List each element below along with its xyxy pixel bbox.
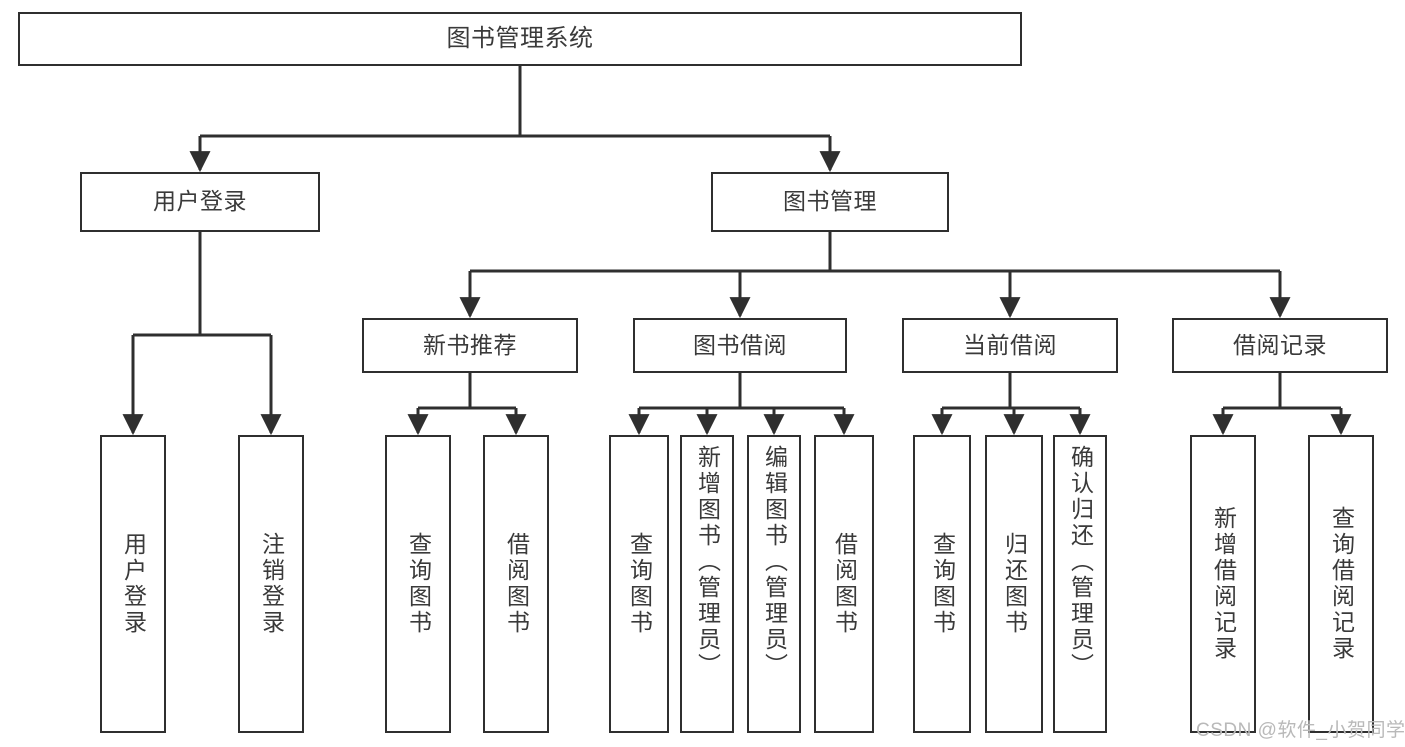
node-book-borrow-label: 图书借阅	[693, 331, 787, 358]
node-current-borrow[interactable]: 当前借阅	[902, 318, 1118, 373]
node-leaf-query-book-cur[interactable]: 查询图书	[913, 435, 971, 733]
node-leaf-add-record-label: 新增借阅记录	[1210, 506, 1237, 662]
node-leaf-user-login[interactable]: 用户登录	[100, 435, 166, 733]
node-leaf-add-book[interactable]: 新增图书（管理员）	[680, 435, 734, 733]
node-leaf-borrow-book-rec[interactable]: 借阅图书	[483, 435, 549, 733]
node-leaf-add-record[interactable]: 新增借阅记录	[1190, 435, 1256, 733]
node-current-borrow-label: 当前借阅	[963, 331, 1057, 358]
node-root-label: 图书管理系统	[446, 24, 594, 52]
node-leaf-add-book-label: 新增图书（管理员）	[694, 445, 721, 679]
node-leaf-confirm-return[interactable]: 确认归还（管理员）	[1053, 435, 1107, 733]
node-leaf-user-logout[interactable]: 注销登录	[238, 435, 304, 733]
node-leaf-confirm-return-label: 确认归还（管理员）	[1067, 445, 1094, 679]
node-borrow-record[interactable]: 借阅记录	[1172, 318, 1388, 373]
node-new-book-rec[interactable]: 新书推荐	[362, 318, 578, 373]
node-leaf-return-book-label: 归还图书	[1001, 532, 1028, 636]
node-book-borrow[interactable]: 图书借阅	[633, 318, 847, 373]
node-new-book-rec-label: 新书推荐	[423, 331, 517, 358]
node-leaf-query-book-borrow-label: 查询图书	[626, 532, 653, 636]
node-leaf-query-book-cur-label: 查询图书	[929, 532, 956, 636]
watermark-text: CSDN @软件_小贺同学	[1196, 720, 1405, 741]
node-leaf-edit-book-label: 编辑图书（管理员）	[761, 445, 788, 679]
node-user-login-label: 用户登录	[153, 188, 247, 215]
node-leaf-query-record-label: 查询借阅记录	[1328, 506, 1355, 662]
node-leaf-query-book-rec-label: 查询图书	[405, 532, 432, 636]
node-root[interactable]: 图书管理系统	[18, 12, 1022, 66]
node-leaf-query-record[interactable]: 查询借阅记录	[1308, 435, 1374, 733]
node-leaf-borrow-book-rec-label: 借阅图书	[503, 532, 530, 636]
node-leaf-borrow-book[interactable]: 借阅图书	[814, 435, 874, 733]
node-leaf-user-login-label: 用户登录	[120, 532, 147, 636]
node-borrow-record-label: 借阅记录	[1233, 331, 1327, 358]
node-leaf-query-book-borrow[interactable]: 查询图书	[609, 435, 669, 733]
node-leaf-query-book-rec[interactable]: 查询图书	[385, 435, 451, 733]
node-leaf-borrow-book-label: 借阅图书	[831, 532, 858, 636]
node-leaf-return-book[interactable]: 归还图书	[985, 435, 1043, 733]
node-user-login[interactable]: 用户登录	[80, 172, 320, 232]
node-leaf-edit-book[interactable]: 编辑图书（管理员）	[747, 435, 801, 733]
node-book-manage-label: 图书管理	[783, 188, 877, 215]
node-book-manage[interactable]: 图书管理	[711, 172, 949, 232]
node-leaf-user-logout-label: 注销登录	[258, 532, 285, 636]
